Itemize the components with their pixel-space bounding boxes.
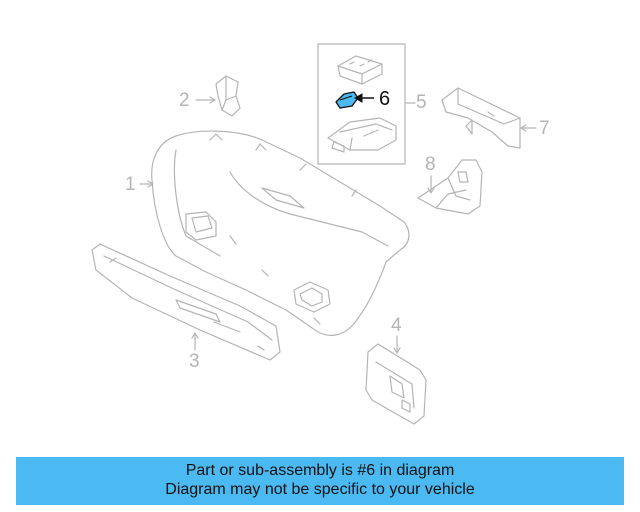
callout-5: 5 bbox=[416, 92, 427, 113]
banner-line-2: Diagram may not be specific to your vehi… bbox=[165, 481, 475, 498]
callout-8: 8 bbox=[425, 154, 436, 175]
part-1-trim-panel bbox=[151, 130, 410, 336]
part-3-strip bbox=[91, 243, 281, 361]
part-7-bracket bbox=[441, 87, 521, 149]
callout-6: 6 bbox=[379, 88, 391, 110]
info-banner: Part or sub-assembly is #6 in diagram Di… bbox=[16, 457, 624, 505]
callout-4: 4 bbox=[391, 315, 402, 336]
leader-1-arrow bbox=[147, 180, 154, 188]
part-5-lower-lock bbox=[327, 117, 397, 153]
parts-diagram bbox=[91, 43, 537, 425]
callout-7: 7 bbox=[539, 118, 550, 139]
callout-1: 1 bbox=[125, 174, 136, 195]
callout-3: 3 bbox=[189, 351, 200, 372]
banner-line-1: Part or sub-assembly is #6 in diagram bbox=[185, 462, 455, 479]
part-8-bracket bbox=[417, 159, 483, 215]
part-2-bracket bbox=[215, 75, 241, 117]
leader-7-arrow bbox=[520, 124, 527, 132]
leader-3-arrow bbox=[191, 332, 199, 339]
part-6-highlighted-clip bbox=[335, 91, 374, 109]
leader-6-arrow bbox=[353, 93, 363, 103]
sub-assembly-box bbox=[317, 43, 406, 165]
part-5-top-clip bbox=[337, 55, 383, 85]
leader-8-arrow bbox=[427, 187, 435, 194]
callout-2: 2 bbox=[179, 90, 190, 111]
leader-2-arrow bbox=[209, 96, 216, 104]
part-4-plate bbox=[365, 343, 427, 425]
leader-4-arrow bbox=[393, 347, 401, 354]
